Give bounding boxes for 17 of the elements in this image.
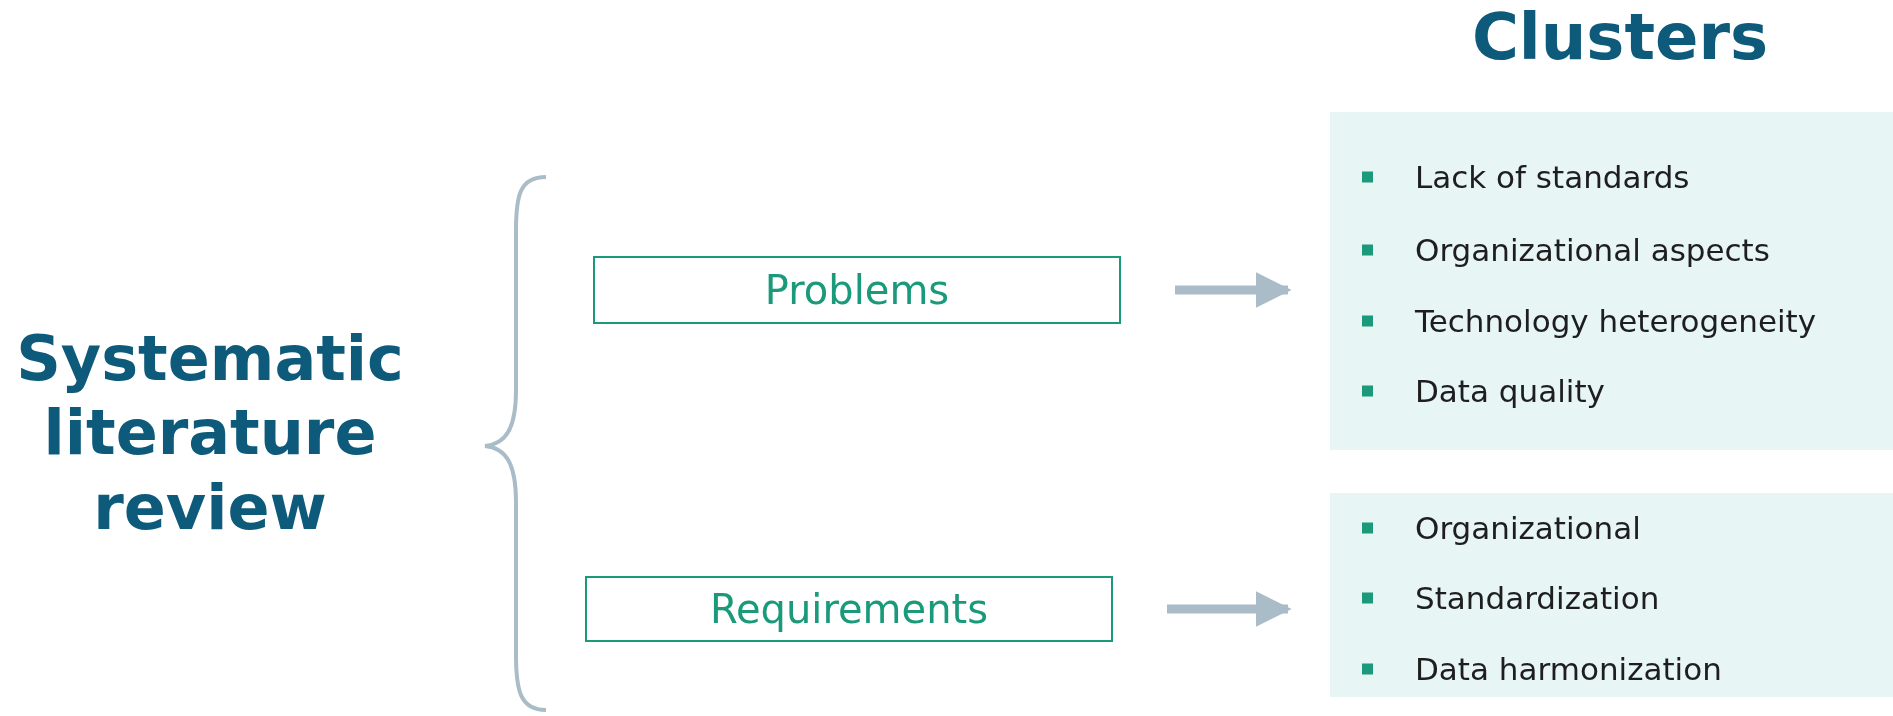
- arrow: [1175, 272, 1292, 308]
- list-item-text: Standardization: [1415, 580, 1660, 616]
- list-panel: [1330, 493, 1893, 697]
- side-label: Systematic literature review: [15, 322, 405, 546]
- list-item-text: Data harmonization: [1415, 651, 1722, 687]
- arrow: [1167, 591, 1292, 627]
- list-item-text: Lack of standards: [1415, 159, 1690, 195]
- box-label: Problems: [764, 267, 950, 313]
- list-item-text: Data quality: [1415, 373, 1605, 409]
- label-box: [585, 576, 1113, 642]
- list-panel: [1330, 112, 1893, 450]
- list-item-text: Organizational aspects: [1415, 232, 1770, 268]
- box-label: Requirements: [709, 586, 989, 632]
- list-item-text: Technology heterogeneity: [1415, 303, 1817, 339]
- heading: Clusters: [1470, 0, 1770, 74]
- label-box: [593, 256, 1121, 324]
- list-item-text: Organizational: [1415, 510, 1641, 546]
